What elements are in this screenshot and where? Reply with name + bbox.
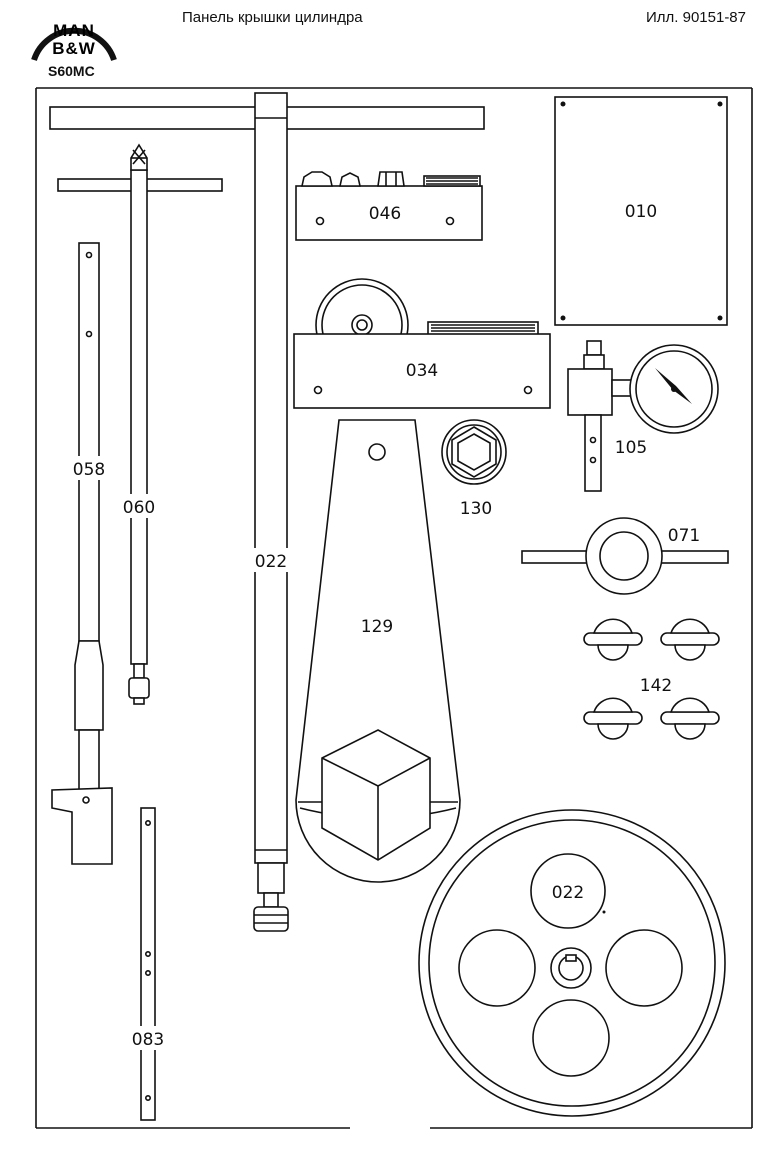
logo-text-bw: B&W (52, 39, 96, 58)
label-142: 142 (640, 676, 672, 696)
item-010-plate: 010 (554, 96, 728, 326)
label-129: 129 (361, 617, 393, 637)
item-022-wheel: 022 (418, 809, 726, 1117)
item-071-ring-spanner: 071 (521, 517, 729, 595)
label-130: 130 (460, 499, 492, 519)
label-010: 010 (625, 202, 657, 222)
label-022-wheel: 022 (552, 883, 584, 903)
label-058: 058 (73, 460, 105, 480)
item-058-lever: 058 (51, 242, 114, 865)
item-034-wheel-block: 034 (293, 278, 551, 409)
item-022-t-bar: 022 (49, 92, 485, 932)
item-083-bar: 083 (124, 807, 172, 1121)
item-129-big-spanner: 129 (295, 419, 461, 883)
illustration-reference: Илл. 90151-87 (645, 9, 746, 26)
man-bw-logo: MAN B&W (31, 21, 117, 61)
panel-frame (35, 87, 753, 1129)
item-130-nut-socket: 130 (441, 419, 507, 519)
label-046: 046 (369, 204, 401, 224)
item-060-t-key: 060 (57, 143, 223, 705)
logo-text-man: MAN (53, 21, 95, 40)
item-046-socket-block: 046 (295, 171, 483, 241)
label-071: 071 (668, 526, 700, 546)
engine-model: S60MC (48, 63, 95, 79)
label-022: 022 (255, 552, 287, 572)
label-060: 060 (123, 498, 155, 518)
item-105-pressure-gauge: 105 (567, 340, 719, 492)
label-034: 034 (406, 361, 438, 381)
label-105: 105 (615, 438, 647, 458)
page-title: Панель крышки цилиндра (182, 9, 363, 26)
label-083: 083 (132, 1030, 164, 1050)
item-142-clamps: 142 (583, 618, 720, 740)
